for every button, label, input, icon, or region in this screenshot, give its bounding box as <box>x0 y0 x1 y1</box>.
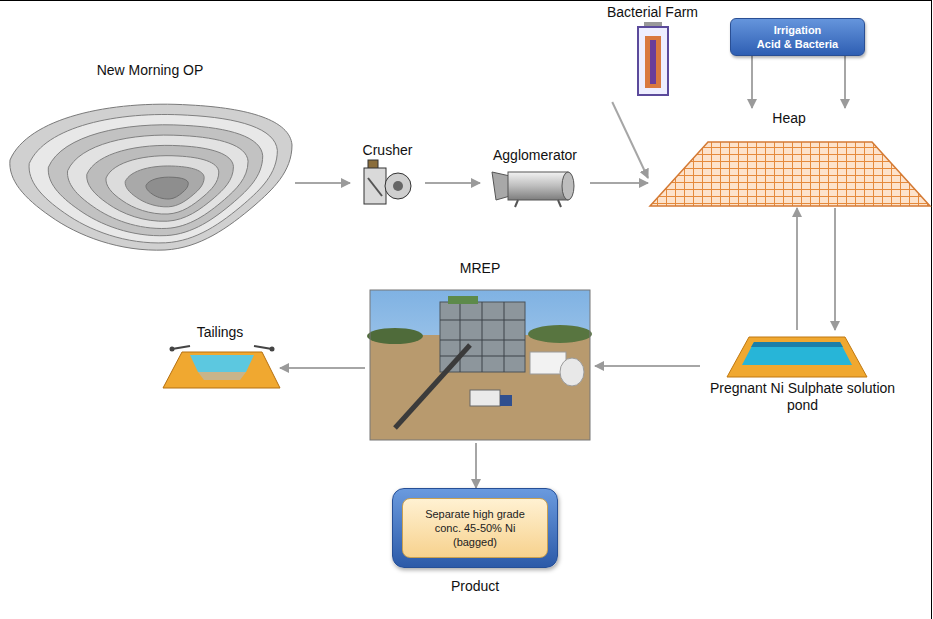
pit-outline <box>10 104 292 250</box>
tailings-pipe-end <box>170 347 175 352</box>
pit-floor <box>146 177 188 199</box>
photo-conveyor <box>395 345 470 428</box>
frame-line <box>931 0 932 619</box>
photo-roof <box>448 296 478 304</box>
node-label: New Morning OP <box>97 62 204 79</box>
node-label: Agglomerator <box>493 147 577 164</box>
tailings-pipe <box>172 346 190 349</box>
frame-line <box>0 0 931 1</box>
pond-bank <box>727 337 867 377</box>
pond-water <box>742 342 852 365</box>
flow-arrow <box>475 443 477 488</box>
tailings-dam: Tailings <box>160 322 280 390</box>
pit-bench <box>29 114 277 242</box>
reactor-tank <box>638 27 668 95</box>
flow-arrow <box>612 102 648 178</box>
node-label: Bacterial Farm <box>607 4 698 21</box>
mrep-plant: MREP <box>365 258 595 443</box>
node-label: Separate high grade conc. 45-50% Ni (bag… <box>416 507 534 549</box>
tailings-pipe <box>254 346 272 349</box>
crusher-body <box>364 168 386 204</box>
flow-arrow <box>425 182 480 184</box>
heap-shape <box>650 142 930 206</box>
product-panel: Separate high grade conc. 45-50% Ni (bag… <box>402 498 548 558</box>
node-label: Heap <box>772 110 805 127</box>
photo-tank <box>560 358 584 386</box>
pit-bench <box>87 145 234 221</box>
heap: Heap <box>648 108 930 208</box>
flow-arrow <box>590 182 648 184</box>
node-label: Irrigation <box>774 23 822 37</box>
node-label: MREP <box>460 260 500 277</box>
open-pit: New Morning OP <box>5 60 295 255</box>
photo-trees <box>367 328 423 344</box>
pond-surface <box>751 342 843 347</box>
agglomerator-chute <box>492 172 510 200</box>
photo-sky <box>370 290 590 440</box>
product-frame: Separate high grade conc. 45-50% Ni (bag… <box>392 488 558 568</box>
reactor-shaft <box>650 40 656 84</box>
node-sublabel: Acid & Bacteria <box>757 37 838 51</box>
crusher-hub <box>393 181 403 191</box>
tailings-sediment <box>198 372 246 380</box>
pit-bench <box>106 156 219 214</box>
photo-truck <box>470 390 500 406</box>
pit-bench <box>125 166 204 207</box>
node-sublabel: Product <box>451 578 499 595</box>
agglomerator-drum <box>508 172 568 200</box>
flow-arrow <box>844 56 846 108</box>
tailings-pipe-end <box>270 347 275 352</box>
agglomerator-leg <box>558 200 561 207</box>
agglomerator-leg <box>515 200 518 207</box>
crusher-detail <box>368 178 382 196</box>
node-label: Pregnant Ni Sulphate solution pond <box>700 380 905 414</box>
reactor-core <box>645 36 661 88</box>
tailings-water <box>190 355 254 372</box>
photo-border <box>370 290 590 440</box>
pit-bench <box>67 135 248 228</box>
bacterial-farm: Bacterial Farm <box>595 2 710 102</box>
crusher-wheel <box>385 173 411 199</box>
flow-arrow <box>796 208 798 330</box>
node-label: Crusher <box>363 142 413 159</box>
flow-arrow <box>834 208 836 330</box>
node-label: Tailings <box>197 324 244 341</box>
agglomerator: Agglomerator <box>480 145 590 210</box>
flow-arrow <box>280 367 365 369</box>
irrigation-box: IrrigationAcid & Bacteria <box>730 18 865 56</box>
flow-arrow <box>751 56 753 108</box>
flow-arrow <box>595 365 700 367</box>
photo-truck-cab <box>500 395 512 406</box>
tailings-dam <box>163 352 280 388</box>
pit-bench <box>48 125 262 236</box>
agglomerator-end <box>562 172 574 200</box>
flow-arrow <box>295 182 350 184</box>
crusher: Crusher <box>350 140 425 210</box>
product-box: Separate high grade conc. 45-50% Ni (bag… <box>392 488 558 595</box>
solution-pond: Pregnant Ni Sulphate solution pond <box>700 330 905 422</box>
photo-trees <box>528 325 592 343</box>
